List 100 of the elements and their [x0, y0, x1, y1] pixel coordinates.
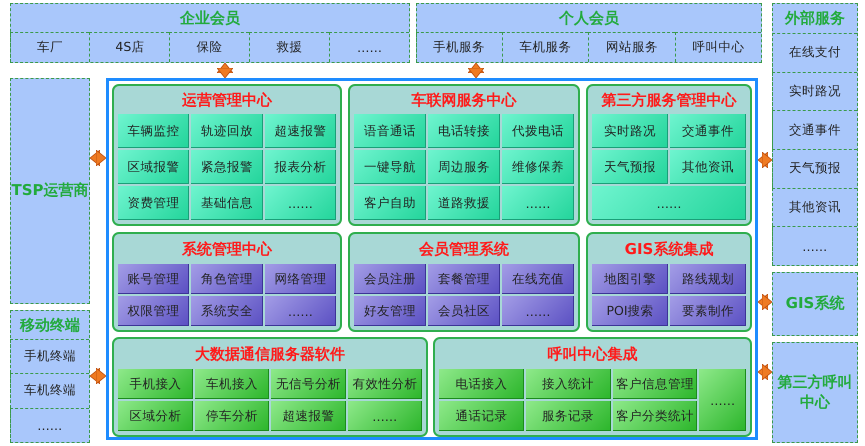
feature-tile: 报表分析 [264, 150, 336, 184]
panel-heading: 系统管理中心 [181, 238, 274, 260]
system-panel [772, 272, 858, 336]
member-group-panel [10, 3, 410, 63]
feature-tile: …… [502, 296, 574, 326]
panel-heading: 第三方服务管理中心 [600, 90, 738, 110]
member-item: 4S店 [89, 32, 170, 62]
feature-tile: 系统安全 [191, 296, 263, 326]
module-panel [348, 84, 580, 226]
member-item: 呼叫中心 [674, 32, 761, 62]
feature-tile: 服务记录 [526, 401, 611, 431]
platform-frame [106, 78, 758, 440]
feature-tile: 有效性分析 [348, 369, 422, 399]
module-panel [433, 337, 752, 437]
feature-tile: POI搜索 [592, 296, 668, 326]
member-item: …… [10, 408, 89, 442]
panel-label: 第三方呼叫中心 [776, 373, 854, 412]
feature-tile: …… [264, 296, 336, 326]
feature-tile: 紧急报警 [191, 150, 263, 184]
system-panel [10, 78, 90, 304]
feature-tile: 实时路况 [592, 114, 668, 148]
system-panel [772, 342, 858, 443]
panel-heading: 企业会员 [179, 8, 241, 28]
panel-heading: 个人会员 [558, 8, 620, 28]
feature-tile: 会员注册 [354, 264, 426, 294]
double-arrow [758, 152, 772, 168]
panel-heading: 移动终端 [18, 314, 81, 336]
member-group-panel [416, 3, 762, 63]
module-panel [586, 84, 752, 226]
member-item: 救援 [249, 32, 330, 62]
member-item: …… [329, 32, 409, 62]
feature-tile: 代拨电话 [502, 114, 574, 148]
feature-tile: …… [502, 186, 574, 220]
feature-tile: 在线充值 [502, 264, 574, 294]
module-panel [112, 84, 342, 226]
member-item: 保险 [169, 32, 250, 62]
double-arrow [90, 368, 106, 384]
feature-tile: 语音通话 [354, 114, 426, 148]
member-item: 网站服务 [588, 32, 675, 62]
feature-tile: 超速报警 [264, 114, 336, 148]
feature-tile: 周边服务 [428, 150, 500, 184]
member-item: 其他资讯 [772, 188, 857, 226]
feature-tile: 天气预报 [592, 150, 668, 184]
member-item: 天气预报 [772, 149, 857, 188]
feature-tile: 电话接入 [439, 369, 524, 399]
feature-tile: 角色管理 [191, 264, 263, 294]
feature-tile: 一键导航 [354, 150, 426, 184]
feature-tile: 车机接入 [194, 369, 269, 399]
module-panel [348, 232, 580, 332]
feature-tile: 手机接入 [118, 369, 192, 399]
feature-tile: 接入统计 [526, 369, 611, 399]
feature-tile: 其他资讯 [670, 150, 746, 184]
double-arrow [758, 364, 772, 380]
member-item: 手机服务 [416, 32, 502, 62]
member-item: 交通事件 [772, 110, 857, 149]
panel-heading: 车联网服务中心 [410, 90, 518, 110]
double-arrow [468, 62, 484, 78]
feature-tile: 道路救援 [428, 186, 500, 220]
double-arrow [758, 294, 772, 310]
member-group-panel [10, 310, 90, 443]
member-item: 车厂 [10, 32, 90, 62]
feature-tile: 车辆监控 [118, 114, 190, 148]
panel-heading: 大数据通信服务器软件 [194, 344, 346, 364]
double-arrow [90, 150, 106, 166]
feature-tile: 基础信息 [191, 186, 263, 220]
feature-tile: 交通事件 [670, 114, 746, 148]
feature-tile: 地图引擎 [592, 264, 668, 294]
feature-tile: 路线规划 [670, 264, 746, 294]
feature-tile: 轨迹回放 [191, 114, 263, 148]
feature-tile: 通话记录 [439, 401, 524, 431]
member-item: 手机终端 [10, 339, 89, 374]
feature-tile: 客户自助 [354, 186, 426, 220]
feature-tile: …… [699, 369, 746, 431]
feature-tile: 无信号分析 [271, 369, 346, 399]
module-panel [112, 232, 342, 332]
panel-heading: 呼叫中心集成 [546, 344, 638, 364]
panel-heading: 运营管理中心 [181, 90, 274, 110]
member-item: 车机终端 [10, 373, 89, 408]
feature-tile: 资费管理 [118, 186, 190, 220]
feature-tile: 套餐管理 [428, 264, 500, 294]
member-item: 在线支付 [772, 33, 857, 72]
feature-tile: 区域报警 [118, 150, 190, 184]
feature-tile: 账号管理 [118, 264, 190, 294]
feature-tile: 权限管理 [118, 296, 190, 326]
panel-heading: 会员管理系统 [418, 238, 510, 260]
feature-tile: 要素制作 [670, 296, 746, 326]
feature-tile: 客户信息管理 [612, 369, 698, 399]
feature-tile: …… [264, 186, 336, 220]
feature-tile: 停车分析 [194, 401, 269, 431]
member-item: 实时路况 [772, 72, 857, 110]
member-item: 车机服务 [502, 32, 588, 62]
feature-tile: 网络管理 [264, 264, 336, 294]
feature-tile: 电话转接 [428, 114, 500, 148]
feature-tile: 超速报警 [271, 401, 346, 431]
panel-heading: 外部服务 [784, 8, 846, 29]
feature-tile: …… [348, 401, 422, 431]
module-panel [112, 337, 428, 437]
member-item: …… [772, 226, 857, 265]
feature-tile: 好友管理 [354, 296, 426, 326]
feature-tile: 区域分析 [118, 401, 192, 431]
